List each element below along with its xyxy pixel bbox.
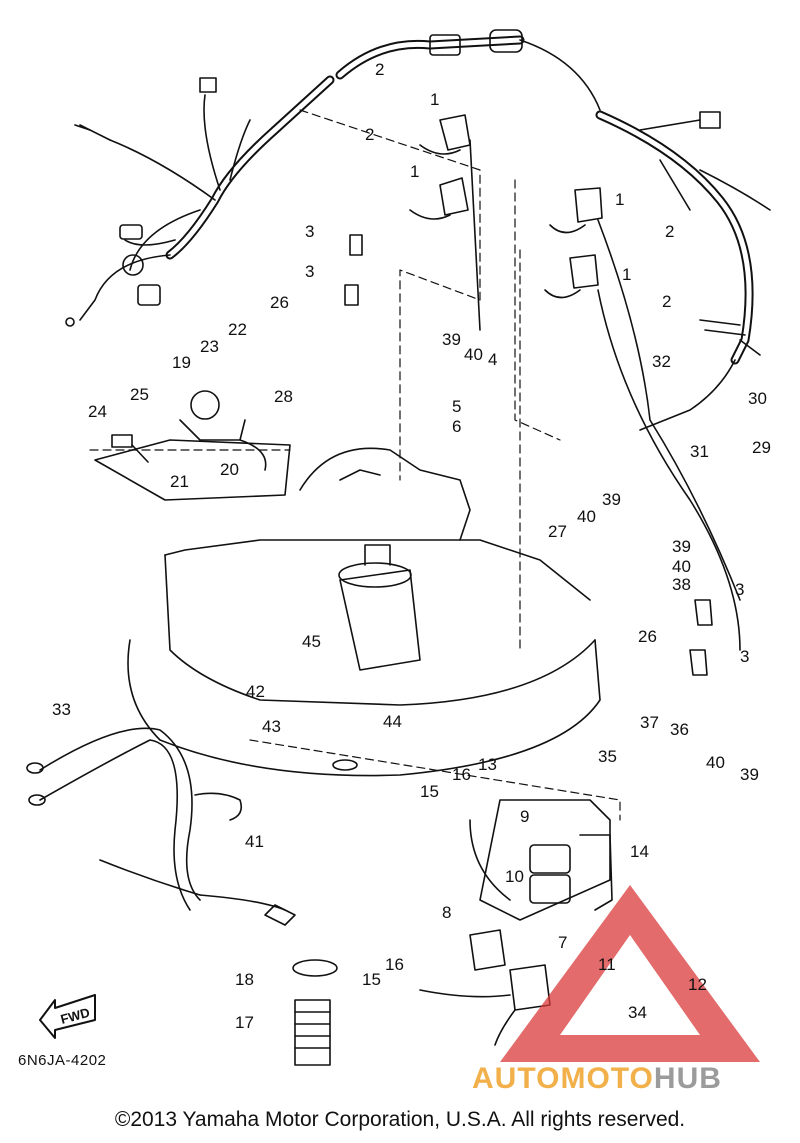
- callout: 39: [442, 330, 461, 349]
- callout: 2: [375, 60, 384, 79]
- callout: 3: [740, 647, 749, 666]
- callout: 3: [305, 222, 314, 241]
- callout: 7: [558, 933, 567, 952]
- callout: 40: [464, 345, 483, 364]
- callout: 28: [274, 387, 293, 406]
- callout: 6: [452, 417, 461, 436]
- callout: 12: [688, 975, 707, 994]
- callout: 2: [365, 125, 374, 144]
- callout: 1: [615, 190, 624, 209]
- plug-caps: [344, 234, 713, 676]
- callout: 40: [577, 507, 596, 526]
- spring-17: [294, 999, 331, 1066]
- callout: 36: [670, 720, 689, 739]
- main-harness: [65, 29, 525, 327]
- callout: 40: [706, 753, 725, 772]
- callout: 1: [410, 162, 419, 181]
- callout: 24: [88, 402, 107, 421]
- engine-outline: [89, 109, 621, 821]
- watermark-triangle: [500, 885, 760, 1062]
- callout-labels: 1 1 1 1 2 2 2 2 3 3 3 3 4 5 6 7 8 9 10 1…: [52, 60, 771, 1032]
- fwd-label: FWD: [59, 1005, 91, 1027]
- watermark-brand-part2: HUB: [653, 1062, 722, 1095]
- watermark-brand: AUTOMOTOHUB: [472, 1062, 722, 1096]
- callout: 44: [383, 712, 402, 731]
- callout: 45: [302, 632, 321, 651]
- clamp-18: [292, 959, 338, 977]
- callout: 42: [246, 682, 265, 701]
- callout: 20: [220, 460, 239, 479]
- callout: 38: [672, 575, 691, 594]
- callout: 43: [262, 717, 281, 736]
- callout: 26: [270, 293, 289, 312]
- callout: 19: [172, 353, 191, 372]
- callout: 22: [228, 320, 247, 339]
- callout: 32: [652, 352, 671, 371]
- callout: 18: [235, 970, 254, 989]
- callout: 8: [442, 903, 451, 922]
- callout: 31: [690, 442, 709, 461]
- part-code: 6N6JA-4202: [18, 1052, 107, 1069]
- callout: 37: [640, 713, 659, 732]
- callout: 2: [662, 292, 671, 311]
- callout: 30: [748, 389, 767, 408]
- callout: 3: [735, 580, 744, 599]
- battery-cables: [26, 727, 296, 926]
- callout: 15: [362, 970, 381, 989]
- callout: 2: [665, 222, 674, 241]
- callout: 1: [430, 90, 439, 109]
- callout: 26: [638, 627, 657, 646]
- callout: 11: [598, 955, 616, 974]
- callout: 16: [452, 765, 471, 784]
- callout: 39: [672, 537, 691, 556]
- callout: 16: [385, 955, 404, 974]
- callout: 9: [520, 807, 529, 826]
- callout: 25: [130, 385, 149, 404]
- starter-motor: [338, 544, 421, 671]
- ignition-coils: [409, 114, 741, 651]
- callout: 34: [628, 1003, 647, 1022]
- fwd-arrow-shape: [39, 994, 96, 1039]
- callout: 1: [622, 265, 631, 284]
- callout: 23: [200, 337, 219, 356]
- callout: 35: [598, 747, 617, 766]
- callout: 4: [488, 350, 497, 369]
- bottom-cowl: [127, 447, 601, 777]
- callout: 33: [52, 700, 71, 719]
- callout: 40: [672, 557, 691, 576]
- callout: 3: [305, 262, 314, 281]
- copyright-footer: ©2013 Yamaha Motor Corporation, U.S.A. A…: [114, 1108, 686, 1131]
- callout: 41: [245, 832, 264, 851]
- callout: 13: [478, 755, 497, 774]
- callout: 27: [548, 522, 567, 541]
- callout: 5: [452, 397, 461, 416]
- watermark-brand-part1: AUTOMOTO: [472, 1062, 654, 1095]
- right-harness: [519, 39, 771, 431]
- callout: 14: [630, 842, 649, 861]
- callout: 10: [505, 867, 524, 886]
- part-19-bracket: [94, 390, 291, 501]
- callout: 21: [170, 472, 189, 491]
- callout: 17: [235, 1013, 254, 1032]
- clip-41: [194, 792, 243, 821]
- callout: 15: [420, 782, 439, 801]
- electrical-bracket: [469, 799, 613, 921]
- callout: 39: [602, 490, 621, 509]
- callout: 39: [740, 765, 759, 784]
- callout: 29: [752, 438, 771, 457]
